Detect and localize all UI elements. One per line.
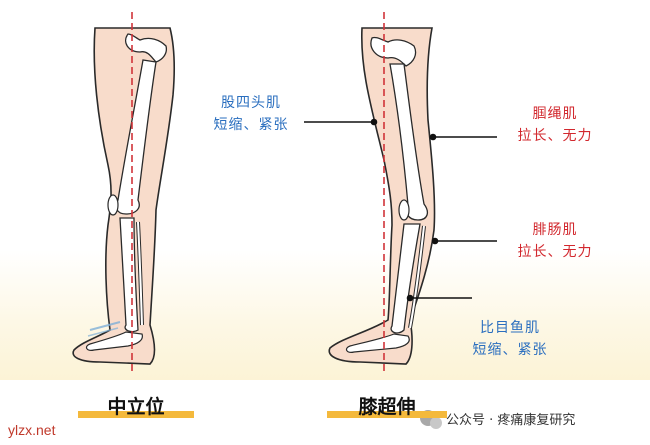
soleus-state: 短缩、紧张 xyxy=(472,342,548,358)
label-pointers xyxy=(304,118,497,302)
watermark-text: 公众号 · 疼痛康复研究 xyxy=(446,413,576,428)
label-gastrocnemius: 腓肠肌 拉长、无力 xyxy=(500,219,610,263)
popliteus-name: 腘绳肌 xyxy=(532,106,578,122)
site-watermark: ylzx.net xyxy=(8,422,56,438)
right-foot-bones xyxy=(345,333,410,353)
gastrocnemius-name: 腓肠肌 xyxy=(532,222,578,238)
gastrocnemius-state: 拉长、无力 xyxy=(517,244,593,260)
quadriceps-name: 股四头肌 xyxy=(221,95,281,111)
popliteus-state: 拉长、无力 xyxy=(517,128,593,144)
right-femur xyxy=(389,63,429,221)
left-foot-bones xyxy=(85,331,143,351)
right-hip-bone xyxy=(370,36,417,67)
right-caption: 膝超伸 xyxy=(358,396,416,418)
left-hip-bone xyxy=(125,33,168,63)
soleus-name: 比目鱼肌 xyxy=(480,320,540,336)
left-femur xyxy=(115,59,157,215)
label-quadriceps: 股四头肌 短缩、紧张 xyxy=(196,92,306,136)
label-popliteus: 腘绳肌 拉长、无力 xyxy=(500,103,610,147)
quadriceps-state: 短缩、紧张 xyxy=(213,117,289,133)
label-soleus: 比目鱼肌 短缩、紧张 xyxy=(455,317,565,361)
right-patella xyxy=(398,199,410,221)
right-tibia xyxy=(390,223,421,334)
left-leg-neutral xyxy=(72,12,176,375)
left-patella xyxy=(107,194,119,216)
left-tibia xyxy=(119,217,139,333)
left-caption-underline xyxy=(78,411,194,418)
right-leg-hyperextended xyxy=(328,12,436,375)
right-caption-underline xyxy=(327,411,447,418)
left-caption: 中立位 xyxy=(107,396,165,418)
